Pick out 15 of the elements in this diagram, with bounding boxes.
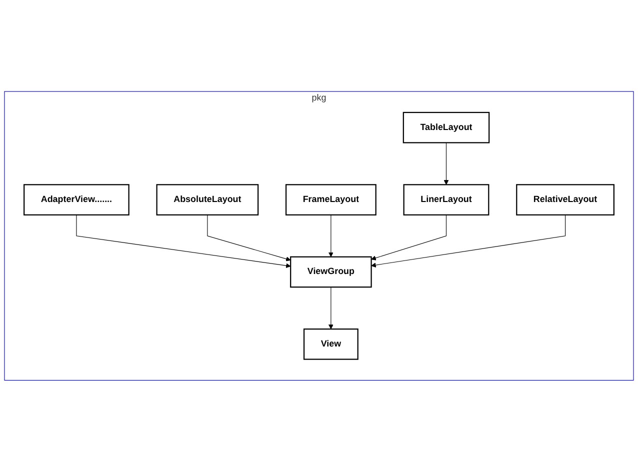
arrow: [76, 214, 291, 268]
arrow: [371, 214, 566, 268]
arrow: [207, 214, 291, 261]
node-box: FrameLayout: [285, 184, 376, 216]
node-box: LinerLayout: [403, 184, 490, 216]
arrow: [328, 286, 334, 329]
node-box: AbsoluteLayout: [156, 184, 259, 216]
node-box: ViewGroup: [290, 256, 372, 288]
node-box: TableLayout: [402, 112, 490, 143]
node-box: View: [303, 328, 358, 360]
arrow: [328, 214, 334, 257]
arrow: [371, 214, 447, 260]
node-box: AdapterView.......: [24, 184, 130, 216]
arrow: [444, 142, 449, 185]
node-box: RelativeLayout: [516, 184, 614, 216]
